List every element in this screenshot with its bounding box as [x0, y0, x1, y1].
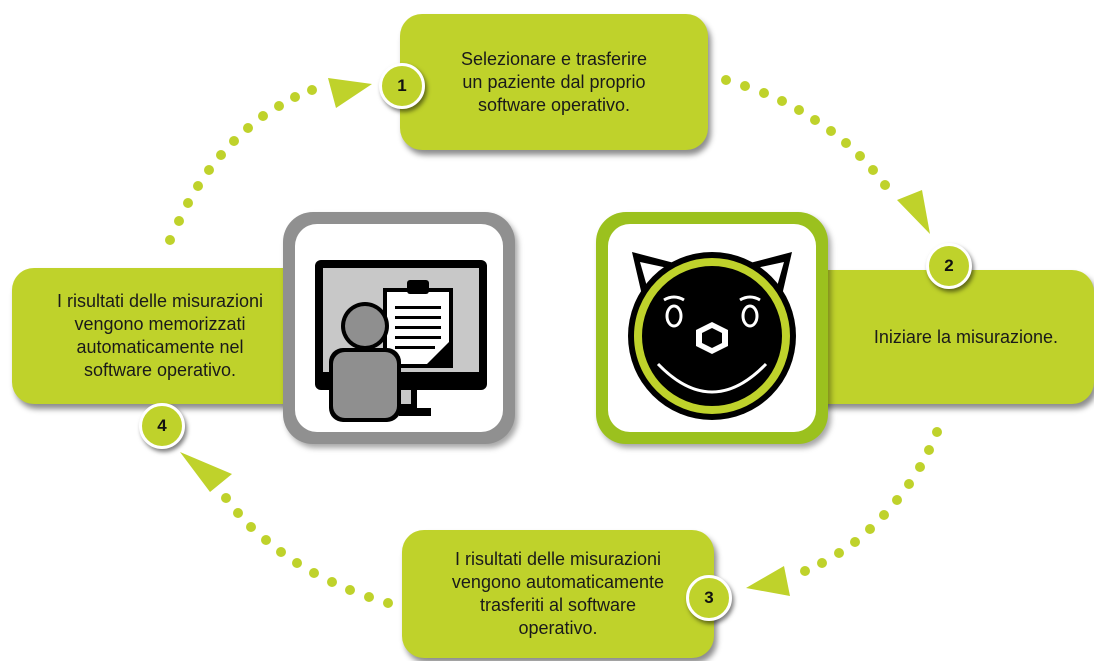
- measurement-device-face-icon: [628, 252, 796, 420]
- step-3-text: I risultati delle misurazioni vengono au…: [451, 549, 665, 638]
- computer-user-clipboard-icon: [315, 260, 487, 422]
- dotted-arrow-1-to-2: [721, 75, 930, 234]
- software-tile: [283, 212, 515, 444]
- step-2-text: Iniziare la misurazione.: [873, 326, 1058, 347]
- dotted-arrow-2-to-3: [746, 427, 942, 596]
- step-1-badge: 1: [379, 63, 425, 109]
- step-4-text: I risultati delle misurazioni vengono me…: [56, 291, 264, 380]
- step-1-text: Selezionare e trasferire un paziente dal…: [460, 48, 648, 115]
- software-tile-inner: [295, 224, 503, 432]
- step-4-box: I risultati delle misurazioni vengono me…: [12, 268, 308, 404]
- step-2-box: Iniziare la misurazione.: [800, 270, 1094, 404]
- step-3-badge: 3: [686, 575, 732, 621]
- device-tile-inner: [608, 224, 816, 432]
- step-3-box: I risultati delle misurazioni vengono au…: [402, 530, 714, 658]
- step-2-badge: 2: [926, 243, 972, 289]
- step-1-box: Selezionare e trasferire un paziente dal…: [400, 14, 708, 150]
- device-tile: [596, 212, 828, 444]
- dotted-arrow-3-to-4: [180, 452, 393, 608]
- dotted-arrow-4-to-1: [165, 78, 372, 245]
- step-4-badge: 4: [139, 403, 185, 449]
